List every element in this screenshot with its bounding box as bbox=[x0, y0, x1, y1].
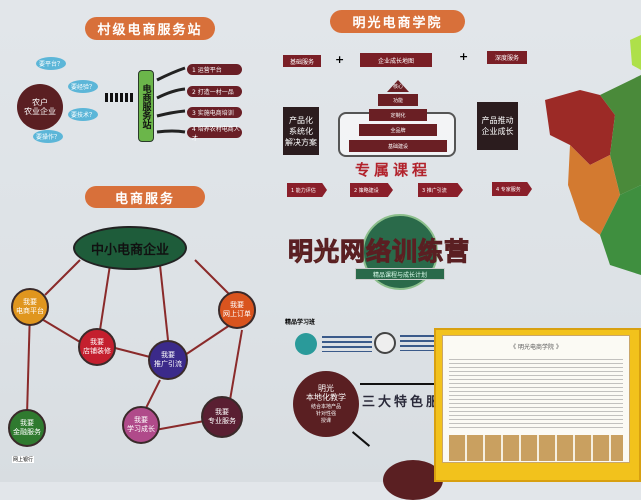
arrow-icon bbox=[105, 93, 135, 102]
need-bubble: 要技术？ bbox=[68, 108, 98, 121]
features-title: 三大特色服 bbox=[362, 395, 437, 410]
node-decoration: 我要 店铺装修 bbox=[78, 328, 116, 366]
node-orders: 我要 网上订单 bbox=[218, 291, 256, 329]
sample-tiles bbox=[449, 435, 623, 461]
document-paper: 《 明光电商学院 》 bbox=[442, 335, 630, 463]
node-tag: 网上银行 bbox=[12, 456, 35, 463]
pyramid-tier: 功能 bbox=[378, 94, 418, 106]
academy-box: 基础服务 bbox=[283, 55, 321, 67]
node-promotion: 我要 推广引流 bbox=[148, 340, 188, 380]
map-graphic bbox=[545, 35, 641, 275]
village-station-title: 村级电商服务站 bbox=[85, 17, 215, 40]
step-arrow: 1 能力评估 bbox=[287, 183, 327, 197]
node-platform: 我要 电商平台 bbox=[11, 288, 49, 326]
node-finance: 我要 金融服务 bbox=[8, 409, 46, 447]
node-learning: 我要 学习成长 bbox=[122, 406, 160, 444]
pyramid-tier: 核心 bbox=[387, 80, 409, 92]
diploma-icon bbox=[374, 332, 396, 354]
need-bubble: 要操作？ bbox=[33, 130, 63, 143]
service-item: 4 培养农村电商人才 bbox=[187, 126, 242, 142]
growth-box: 产品推动 企业成长 bbox=[477, 102, 518, 150]
pyramid: 核心 功能 定制化 全品牌 基础建设 bbox=[348, 80, 448, 154]
local-title: 明光 本地化教学 bbox=[306, 383, 346, 402]
text-block bbox=[400, 335, 435, 351]
step-arrow: 4 专家服务 bbox=[492, 182, 532, 196]
solution-box: 产品化 系统化 解决方案 bbox=[283, 107, 319, 155]
pyramid-tier: 基础建设 bbox=[349, 140, 447, 152]
plus-sign: + bbox=[459, 50, 469, 63]
step-arrow: 2 策略建设 bbox=[350, 183, 393, 197]
center-enterprise: 中小电商企业 bbox=[73, 226, 187, 270]
farmer-circle: 农户 农业企业 bbox=[17, 84, 63, 130]
service-item: 1 运营平台 bbox=[187, 64, 242, 75]
step-arrow: 3 推广引流 bbox=[418, 183, 463, 197]
display-box: 《 明光电商学院 》 bbox=[434, 328, 641, 482]
pencil-icon bbox=[295, 333, 317, 355]
arrow-icon bbox=[156, 66, 186, 134]
pyramid-tier: 定制化 bbox=[369, 109, 427, 121]
ecommerce-title: 电商服务 bbox=[85, 186, 205, 208]
text-block bbox=[322, 336, 372, 352]
divider bbox=[360, 383, 440, 385]
document-title: 《 明光电商学院 》 bbox=[510, 344, 562, 351]
academy-title: 明光电商学院 bbox=[330, 10, 465, 33]
plus-sign: + bbox=[335, 53, 345, 66]
class-label: 精品学习班 bbox=[285, 319, 316, 326]
camp-subtitle: 精品课程与成长计划 bbox=[355, 268, 445, 280]
need-bubble: 要平台？ bbox=[36, 57, 66, 70]
node-professional: 我要 专业服务 bbox=[201, 396, 243, 438]
local-teaching-circle: 明光 本地化教学 结合本地产品 针对性强 授课 bbox=[293, 371, 359, 437]
camp-title: 明光网络训练营 bbox=[287, 237, 471, 267]
service-item: 3 实施电商培训 bbox=[187, 107, 242, 118]
need-bubble: 要经验？ bbox=[68, 80, 98, 93]
service-item: 2 打造一村一品 bbox=[187, 86, 242, 97]
pyramid-tier: 全品牌 bbox=[359, 124, 437, 136]
divider bbox=[351, 431, 371, 447]
local-sub: 结合本地产品 针对性强 授课 bbox=[310, 403, 341, 424]
academy-box: 企业成长地图 bbox=[360, 53, 432, 67]
course-title: 专属课程 bbox=[355, 161, 432, 179]
academy-box: 深度服务 bbox=[487, 51, 527, 64]
document-text bbox=[449, 359, 623, 429]
service-station-bar: 电商服务站 bbox=[138, 70, 154, 142]
network-lines bbox=[26, 259, 243, 431]
